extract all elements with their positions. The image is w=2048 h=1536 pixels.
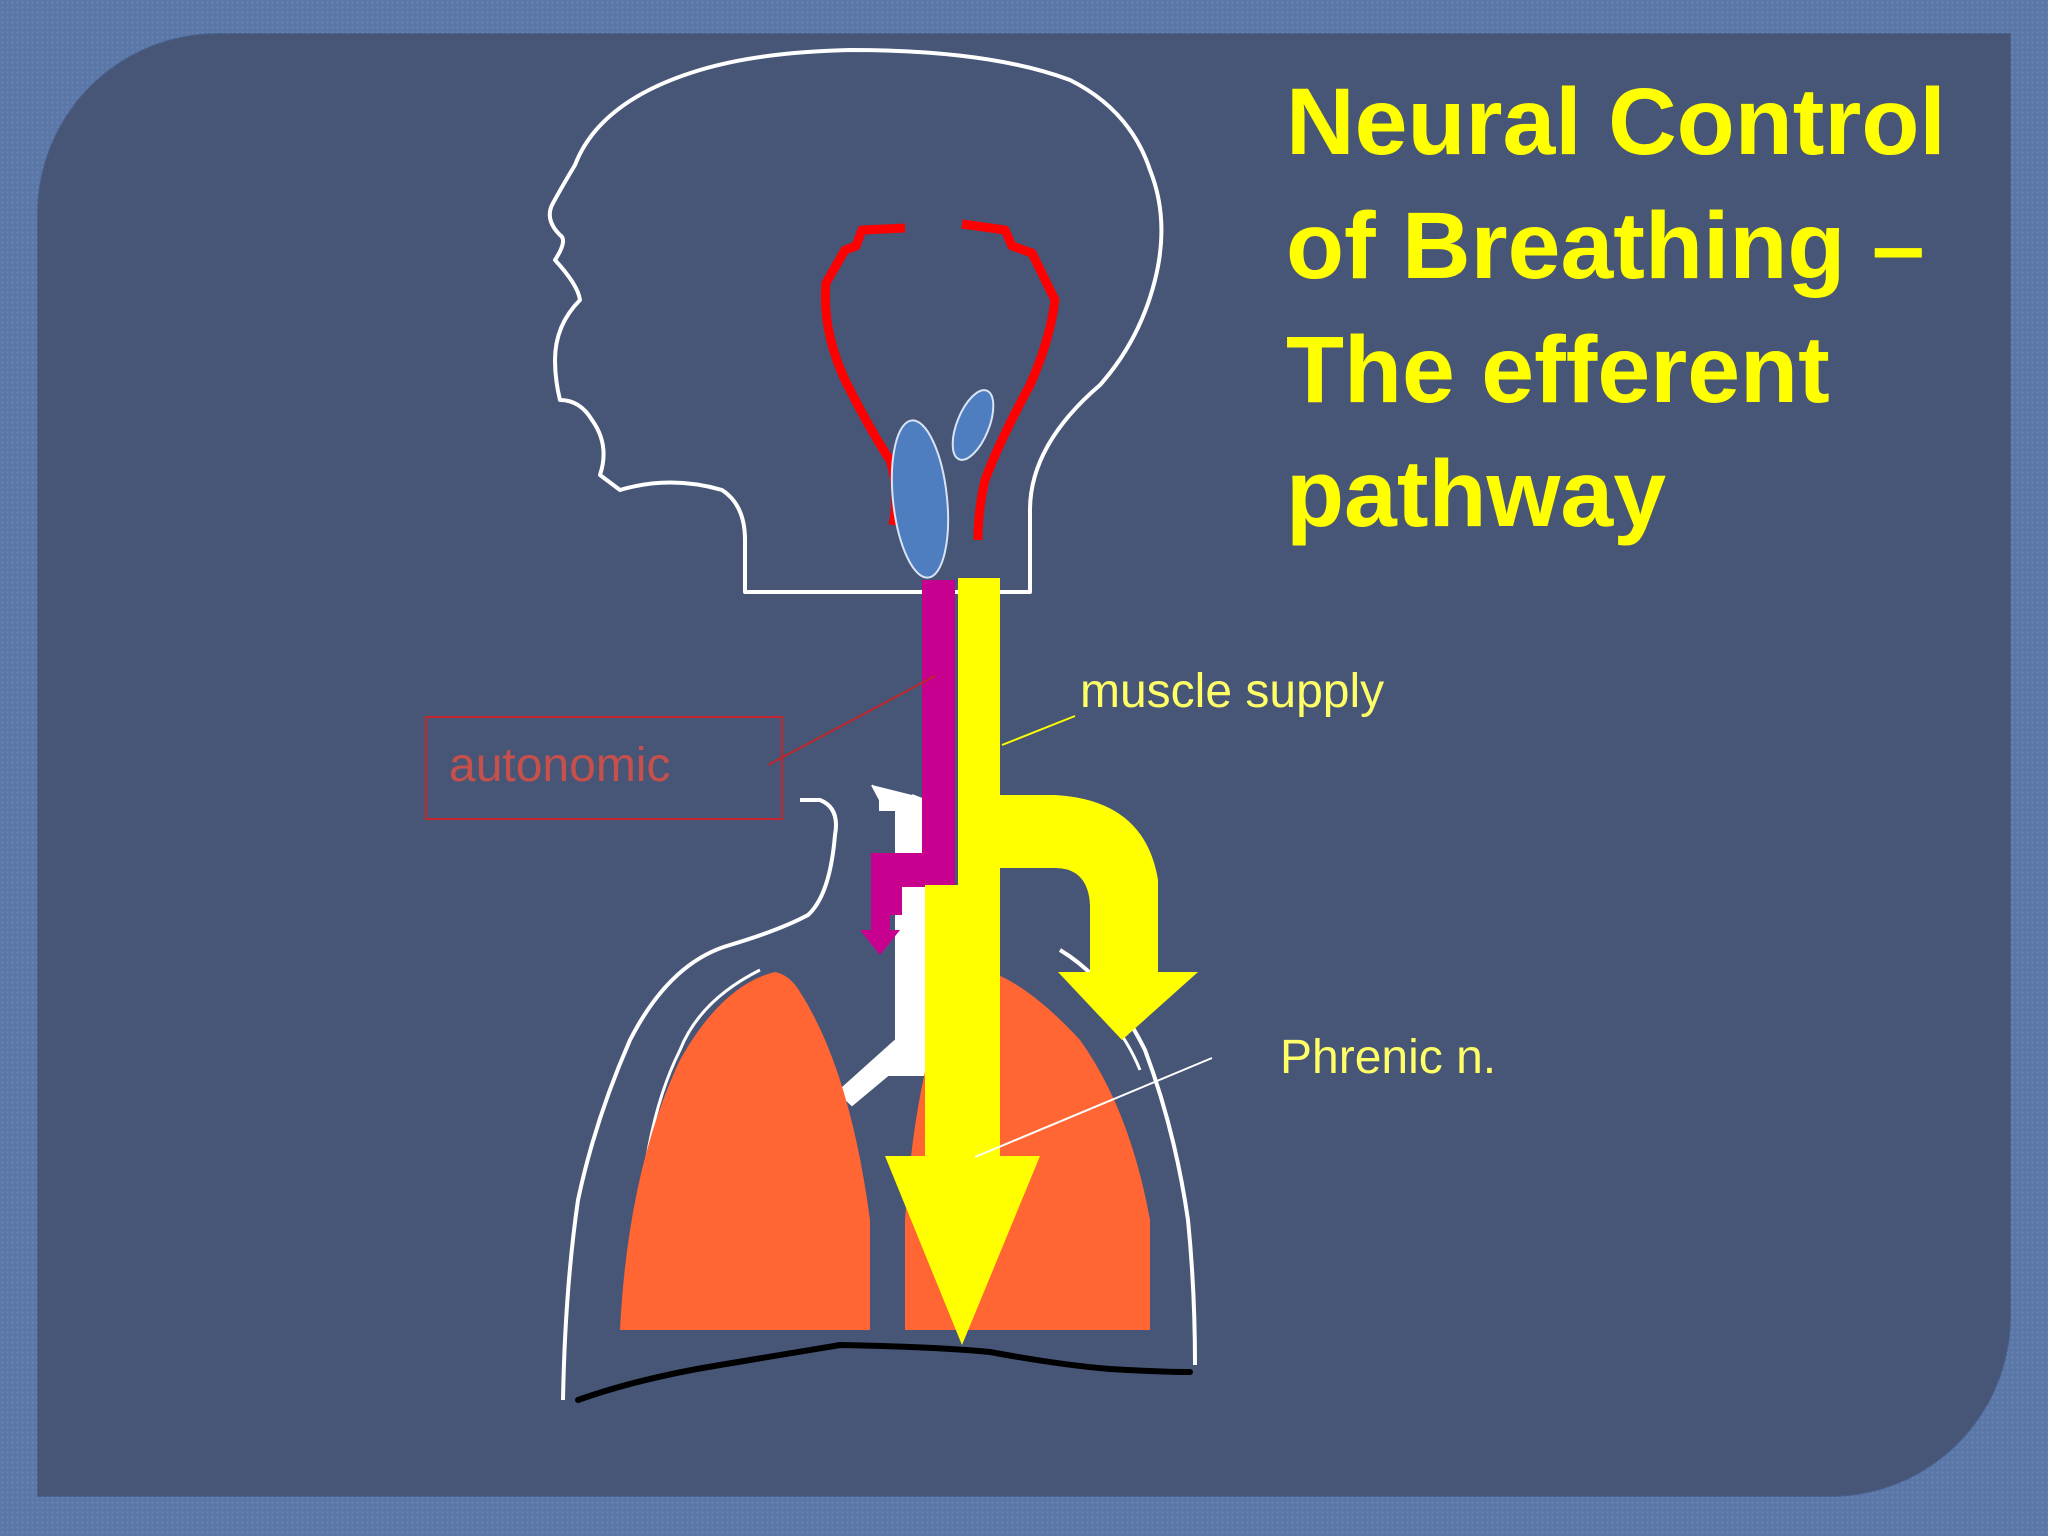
muscle-supply-leader xyxy=(1001,715,1076,746)
phrenic-nerve-label: Phrenic n. xyxy=(1280,1031,1497,1084)
pontine-nucleus xyxy=(951,389,995,461)
autonomic-label: autonomic xyxy=(449,739,671,792)
right-respiratory-tract xyxy=(961,219,1060,541)
muscle-supply-arrow xyxy=(1000,795,1198,1040)
diaphragm xyxy=(575,1341,1193,1403)
phrenic-leader xyxy=(974,1057,1213,1158)
phrenic-pathway-arrow xyxy=(885,578,1040,1345)
autonomic-label-box: autonomic xyxy=(425,716,783,820)
medullary-nucleus xyxy=(890,419,950,579)
autonomic-pathway xyxy=(860,580,955,955)
title-line: of Breathing – xyxy=(1286,193,1925,299)
left-lung xyxy=(620,972,870,1330)
title-line: Neural Control xyxy=(1286,69,1946,175)
thorax-inner-line xyxy=(643,968,761,1171)
head-outline xyxy=(547,48,1164,594)
title-line: pathway xyxy=(1286,441,1667,547)
thorax-outline xyxy=(561,798,838,1401)
autonomic-leader xyxy=(767,675,936,766)
muscle-supply-label: muscle supply xyxy=(1080,665,1385,718)
title-line: The efferent xyxy=(1286,317,1830,423)
slide-title: Neural Control of Breathing – The effere… xyxy=(1286,60,2006,556)
